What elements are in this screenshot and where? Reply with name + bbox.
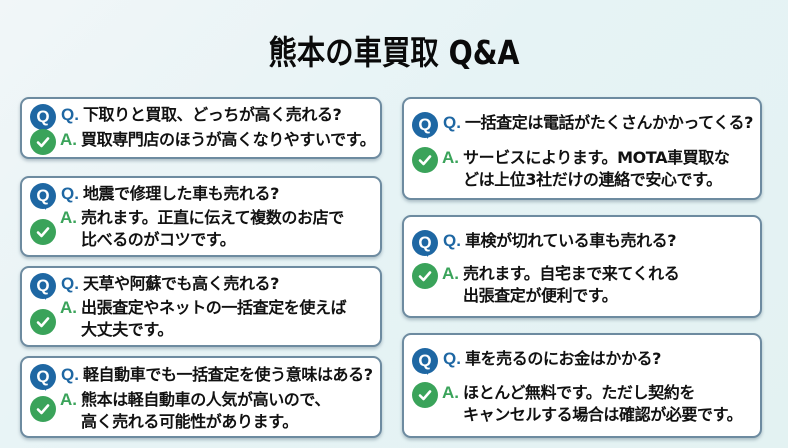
answer-text-line: どは上位3社だけの連絡で安心です。 [463, 170, 722, 189]
answer-text-line: 大丈夫です。 [81, 320, 174, 339]
answer-row: A. 熊本は軽自動車の人気が高いので、 高く売れる可能性があります。 [30, 389, 330, 433]
faq-card: Q Q. 下取りと買取、どっちが高く売れる? A. 買取専門店のほうが高くなりや… [20, 97, 382, 159]
question-text: 車を売るのにお金はかかる? [464, 349, 662, 368]
answer-text-line: ほとんど無料です。ただし契約を [463, 383, 695, 402]
answer-row: A. 買取専門店のほうが高くなりやすいです。 [30, 129, 376, 155]
question-prefix: Q. [61, 105, 79, 124]
faq-card: Q Q. 地震で修理した車も売れる? A. 売れます。正直に伝えて複数のお店で … [20, 176, 382, 257]
question-text: 下取りと買取、どっちが高く売れる? [82, 105, 342, 124]
question-row: Q Q. 天草や阿蘇でも高く売れる? [30, 273, 279, 300]
question-bubble-icon: Q [30, 104, 57, 131]
answer-text-line: 売れます。自宅まで来てくれる [463, 264, 680, 283]
answer-text-line: 売れます。正直に伝えて複数のお店で [81, 208, 344, 227]
answer-text-line: キャンセルする場合は確認が必要です。 [463, 405, 743, 424]
question-row: Q Q. 軽自動車でも一括査定を使う意味はある? [30, 364, 373, 391]
answer-prefix: A. [442, 264, 459, 283]
answer-text-line: 高く売れる可能性があります。 [81, 412, 298, 431]
question-prefix: Q. [61, 365, 79, 384]
question-bubble-icon: Q [30, 273, 57, 300]
question-bubble-icon: Q [30, 364, 57, 391]
faq-card: Q Q. 天草や阿蘇でも高く売れる? A. 出張査定やネットの一括査定を使えば … [20, 266, 382, 347]
question-bubble-icon: Q [412, 230, 439, 257]
answer-prefix: A. [60, 298, 77, 317]
question-row: Q Q. 地震で修理した車も売れる? [30, 183, 279, 210]
faq-card: Q Q. 車検が切れている車も売れる? A. 売れます。自宅まで来てくれる 出張… [402, 215, 762, 318]
answer-text-line: サービスによります。MOTA車買取な [463, 148, 730, 167]
answer-text-line: 買取専門店のほうが高くなりやすいです。 [81, 130, 376, 149]
question-bubble-icon: Q [30, 183, 57, 210]
check-circle-icon [412, 147, 438, 173]
check-circle-icon [30, 219, 56, 245]
question-text: 軽自動車でも一括査定を使う意味はある? [82, 365, 373, 384]
answer-prefix: A. [60, 390, 77, 409]
answer-prefix: A. [442, 383, 459, 402]
answer-row: A. 出張査定やネットの一括査定を使えば 大丈夫です。 [30, 297, 347, 341]
answer-text-line: 出張査定が便利です。 [463, 286, 618, 305]
answer-row: A. ほとんど無料です。ただし契約を キャンセルする場合は確認が必要です。 [412, 382, 743, 426]
answer-prefix: A. [60, 130, 77, 149]
question-prefix: Q. [443, 113, 461, 132]
question-prefix: Q. [61, 274, 79, 293]
check-circle-icon [30, 309, 56, 335]
question-row: Q Q. 車検が切れている車も売れる? [412, 230, 677, 257]
check-circle-icon [30, 129, 56, 155]
question-bubble-icon: Q [412, 348, 439, 375]
answer-row: A. サービスによります。MOTA車買取な どは上位3社だけの連絡で安心です。 [412, 147, 730, 191]
question-row: Q Q. 一括査定は電話がたくさんかかってくる? [412, 112, 753, 139]
question-row: Q Q. 下取りと買取、どっちが高く売れる? [30, 104, 342, 131]
question-prefix: Q. [443, 231, 461, 250]
page-title: 熊本の車買取 Q&A [268, 33, 520, 72]
faq-card: Q Q. 車を売るのにお金はかかる? A. ほとんど無料です。ただし契約を キャ… [402, 333, 762, 438]
question-text: 車検が切れている車も売れる? [464, 231, 677, 250]
question-prefix: Q. [443, 349, 461, 368]
question-text: 地震で修理した車も売れる? [82, 184, 280, 203]
check-circle-icon [412, 263, 438, 289]
faq-card: Q Q. 一括査定は電話がたくさんかかってくる? A. サービスによります。MO… [402, 97, 762, 200]
answer-row: A. 売れます。正直に伝えて複数のお店で 比べるのがコツです。 [30, 207, 344, 251]
question-prefix: Q. [61, 184, 79, 203]
check-circle-icon [412, 382, 438, 408]
answer-text-line: 熊本は軽自動車の人気が高いので、 [81, 390, 330, 409]
check-circle-icon [30, 396, 56, 422]
question-bubble-icon: Q [412, 112, 439, 139]
answer-text-line: 比べるのがコツです。 [81, 230, 236, 249]
question-row: Q Q. 車を売るのにお金はかかる? [412, 348, 661, 375]
answer-text-line: 出張査定やネットの一括査定を使えば [81, 298, 347, 317]
question-text: 天草や阿蘇でも高く売れる? [82, 274, 280, 293]
answer-row: A. 売れます。自宅まで来てくれる 出張査定が便利です。 [412, 263, 680, 307]
faq-card: Q Q. 軽自動車でも一括査定を使う意味はある? A. 熊本は軽自動車の人気が高… [20, 356, 382, 438]
answer-prefix: A. [60, 208, 77, 227]
answer-prefix: A. [442, 148, 459, 167]
question-text: 一括査定は電話がたくさんかかってくる? [464, 113, 754, 132]
